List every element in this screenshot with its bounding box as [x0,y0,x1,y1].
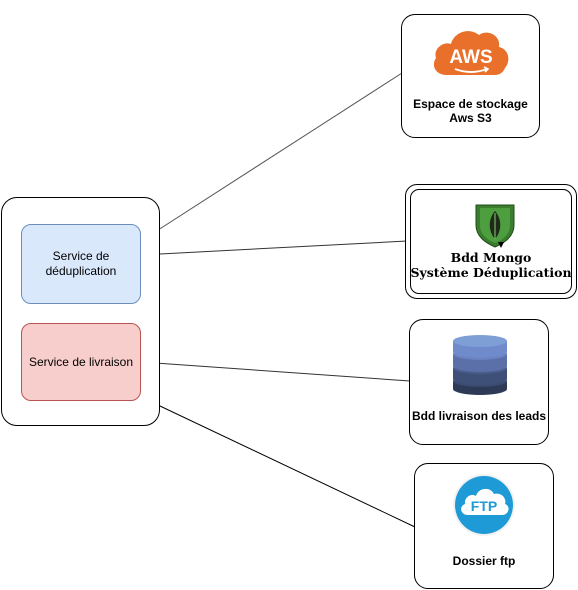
aws-cloud-icon: AWS [433,31,509,75]
mongo-label-line1: Bdd Mongo [450,250,532,265]
dedup-service-node[interactable]: Service de déduplication [21,224,141,304]
connector-delivery-to-ftp [140,396,416,528]
leads-db-label: Bdd livraison des leads [411,409,547,423]
connector-dedup-to-aws [140,72,403,242]
ftp-logo-text: FTP [471,498,497,514]
aws-s3-node[interactable]: AWS Espace de stockage Aws S3 [401,14,540,138]
database-icon [453,335,507,395]
connector-delivery-to-leads [140,361,411,382]
mongo-node[interactable]: Bdd Mongo Système Déduplication [405,184,577,299]
ftp-label: Dossier ftp [452,554,516,568]
ftp-node[interactable]: FTP Dossier ftp [414,463,554,589]
mongo-node-inner-border [410,189,572,294]
delivery-service-node[interactable]: Service de livraison [21,323,141,401]
aws-logo-text: AWS [449,47,492,68]
mongodb-leaf-icon [475,204,515,248]
mongo-label-line2: Système Déduplication [410,265,572,280]
aws-label-line1: Espace de stockage [413,97,528,111]
connector-dedup-to-mongo [140,240,408,256]
leads-db-node[interactable]: Bdd livraison des leads [409,319,549,445]
mongo-arrow-icon [498,242,504,248]
aws-label-line2: Aws S3 [449,111,492,125]
ftp-cloud-icon: FTP [453,474,515,536]
